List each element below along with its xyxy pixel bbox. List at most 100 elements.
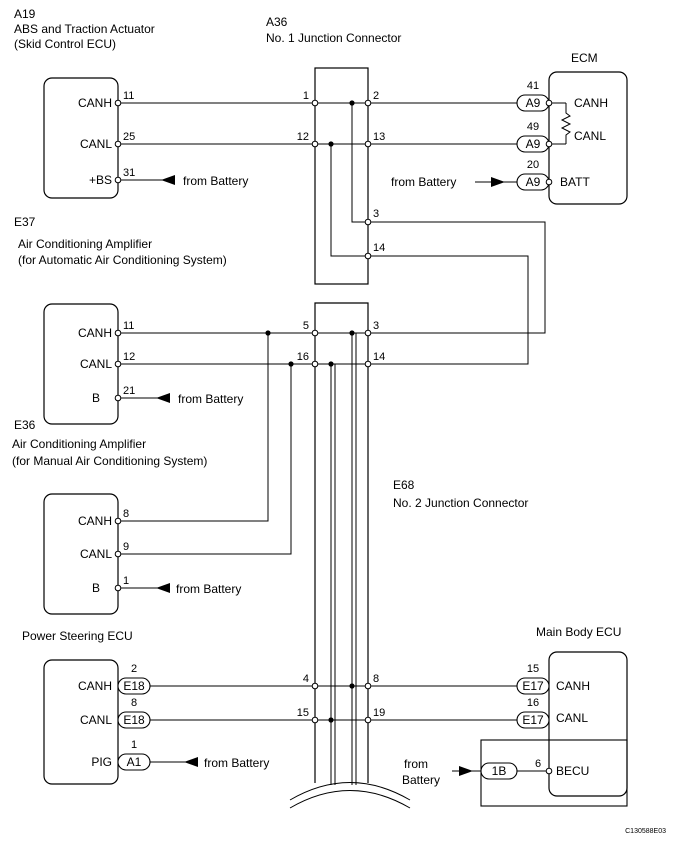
terminal: [114, 394, 122, 402]
pin-number: 11: [123, 320, 134, 332]
mb-canh-label: CANH: [556, 679, 590, 693]
e37-code: E37: [14, 215, 36, 229]
pin-number: 8: [373, 673, 379, 685]
junction-dot: [328, 141, 334, 147]
arrow-e37-battery-icon: [156, 393, 170, 403]
ecm-title: ECM: [571, 51, 598, 65]
junction-dot: [328, 361, 334, 367]
wire-e36-canl: [118, 364, 292, 555]
pin-number: 1: [303, 90, 309, 102]
terminal: [545, 767, 553, 775]
mb-becu-connector-label: 1B: [492, 764, 507, 778]
e68-name: No. 2 Junction Connector: [393, 496, 528, 510]
ecm-box: [548, 71, 628, 205]
arrow-ecm-battery-icon: [491, 177, 505, 187]
e37-from-battery: from Battery: [178, 392, 243, 406]
terminal: [311, 329, 319, 337]
terminal: [364, 140, 372, 148]
terminal: [311, 682, 319, 690]
mb-canh-connector-label: E17: [522, 679, 544, 693]
pin-number: 14: [373, 242, 385, 254]
terminal: [364, 360, 372, 368]
ecm-canl-label: CANL: [574, 129, 606, 143]
terminal: [545, 178, 553, 186]
terminal: [114, 140, 122, 148]
pin-number: 2: [131, 663, 137, 675]
junction-dot: [349, 683, 355, 689]
mb-canl-connector-label: E17: [522, 713, 544, 727]
terminal: [114, 329, 122, 337]
pin-number: 12: [123, 351, 135, 363]
a19-name: ABS and Traction Actuator: [14, 22, 155, 36]
junction-dot: [349, 100, 355, 106]
terminal: [364, 218, 372, 226]
mb-from-label: from: [404, 757, 428, 771]
a36-code: A36: [266, 15, 288, 29]
pin-number: 9: [123, 541, 129, 553]
terminal: [311, 716, 319, 724]
pin-number: 19: [373, 707, 385, 719]
mb-battery-label: Battery: [402, 773, 440, 787]
terminal: [311, 99, 319, 107]
mb-ecu-box: [548, 651, 628, 797]
a19-bs-label: +BS: [89, 173, 112, 187]
pin-number: 2: [373, 90, 379, 102]
a19-canh-label: CANH: [78, 96, 112, 110]
pin-number: 11: [123, 90, 134, 102]
pin-number: 20: [527, 159, 539, 171]
e68-break-curve-2: [289, 790, 411, 809]
ps-canl-label: CANL: [80, 713, 112, 727]
terminal: [364, 682, 372, 690]
terminal: [364, 329, 372, 337]
pin-number: 15: [527, 663, 539, 675]
ecm-from-battery: from Battery: [391, 175, 456, 189]
a36-name: No. 1 Junction Connector: [266, 31, 401, 45]
e36-name: Air Conditioning Amplifier: [12, 437, 146, 451]
e36-b-label: B: [92, 581, 100, 595]
pin-number: 15: [297, 707, 309, 719]
a36-junction-body: [314, 67, 369, 285]
terminal: [114, 550, 122, 558]
a19-code: A19: [14, 7, 36, 21]
pin-number: 25: [123, 131, 135, 143]
terminal: [114, 517, 122, 525]
ps-from-battery: from Battery: [204, 756, 269, 770]
junction-dot: [288, 361, 294, 367]
e37-name: Air Conditioning Amplifier: [18, 237, 152, 251]
arrow-e36-battery-icon: [156, 583, 170, 593]
e68-junction-fill: [315, 303, 368, 783]
pin-number: 5: [303, 320, 309, 332]
arrow-mb-battery-icon: [459, 766, 473, 776]
terminal: [114, 360, 122, 368]
e36-from-battery: from Battery: [176, 582, 241, 596]
e36-sub: (for Manual Air Conditioning System): [12, 454, 207, 468]
pin-number: 8: [131, 697, 137, 709]
terminal: [311, 360, 319, 368]
mb-canh-connector: [516, 677, 550, 695]
terminal: [114, 99, 122, 107]
ps-canh-connector: [117, 677, 151, 695]
ecm-terminating-resistor-icon: [560, 103, 572, 144]
e37-b-label: B: [92, 391, 100, 405]
e37-canh-label: CANH: [78, 326, 112, 340]
terminal: [545, 99, 553, 107]
a19-from-battery: from Battery: [183, 174, 248, 188]
figure-code: C130588E03: [625, 828, 666, 835]
terminal: [364, 99, 372, 107]
ps-canh-connector-label: E18: [123, 679, 145, 693]
e37-canl-label: CANL: [80, 357, 112, 371]
ecm-canh-label: CANH: [574, 96, 608, 110]
pin-number: 31: [123, 167, 135, 179]
terminal: [364, 252, 372, 260]
mb-title: Main Body ECU: [536, 625, 621, 639]
pin-number: 41: [527, 80, 539, 92]
terminal: [311, 140, 319, 148]
pin-number: 8: [123, 508, 129, 520]
ps-pig-connector-label: A1: [127, 755, 142, 769]
ps-pig-label: PIG: [91, 755, 112, 769]
pin-number: 3: [373, 208, 379, 220]
junction-dot: [349, 330, 355, 336]
pin-number: 16: [297, 351, 309, 363]
e37-sub: (for Automatic Air Conditioning System): [18, 253, 227, 267]
